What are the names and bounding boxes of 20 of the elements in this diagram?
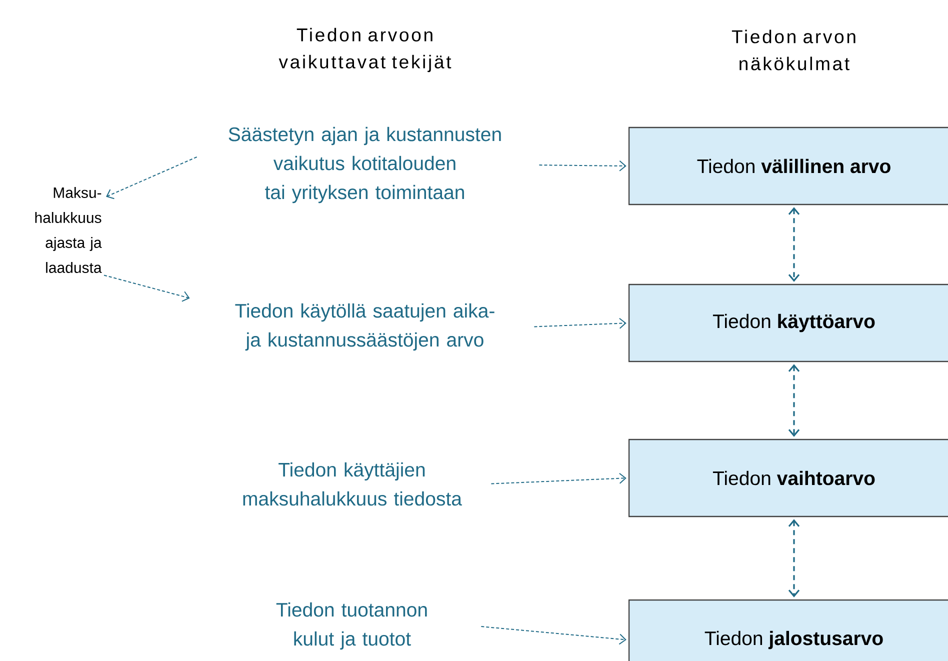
factor-text: Tiedon käyttäjien maksuhalukkuus tiedosta xyxy=(243,462,462,506)
arrow xyxy=(490,472,626,484)
column-heading: Tiedon arvoon vaikuttavat tekijät xyxy=(278,28,452,72)
factor-text: Säästetyn ajan ja kustannusten vaikutus kotitalouden tai yrityksen toimintaan xyxy=(228,126,501,204)
arrow xyxy=(538,160,626,172)
arrow xyxy=(788,364,800,437)
perspective-box: Tiedon jalostusarvo xyxy=(628,599,948,661)
column-heading: Tiedon arvon näkökulmat xyxy=(732,30,856,70)
arrow xyxy=(788,207,800,282)
perspective-box: Tiedon välillinen arvo xyxy=(628,126,948,206)
arrow xyxy=(480,626,626,645)
perspective-box: Tiedon vaihtoarvo xyxy=(628,438,948,518)
side-note: Maksu- halukkuus ajasta ja laadusta xyxy=(35,187,102,273)
factor-text: Tiedon käytöllä saatujen aika- ja kustannussäästöjen arvo xyxy=(235,303,494,351)
perspective-box: Tiedon käyttöarvo xyxy=(628,284,948,362)
arrow xyxy=(104,274,190,302)
arrow xyxy=(534,318,626,329)
arrow xyxy=(106,156,198,200)
factor-text: Tiedon tuotannon kulut ja tuotot xyxy=(276,602,427,650)
arrow xyxy=(788,519,800,598)
